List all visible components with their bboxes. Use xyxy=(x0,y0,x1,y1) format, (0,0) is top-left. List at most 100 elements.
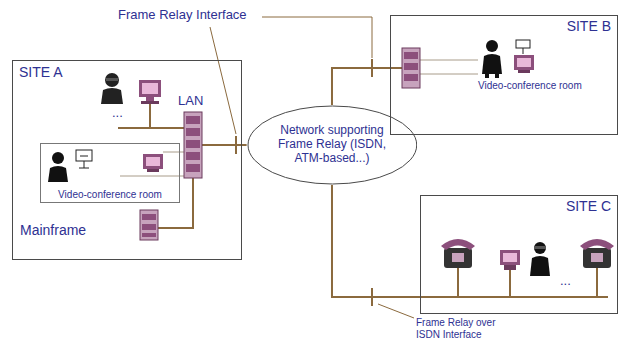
mainframe-label: Mainframe xyxy=(20,222,86,238)
connector xyxy=(332,185,420,297)
computer-icon xyxy=(500,250,520,265)
computer-icon xyxy=(518,70,530,73)
router-rack xyxy=(404,63,418,70)
person-figure xyxy=(530,242,550,276)
computer-icon xyxy=(142,83,158,94)
telephone-icon xyxy=(452,253,464,262)
person-figure xyxy=(530,256,550,276)
site-heading: SITE A xyxy=(19,64,63,80)
mainframe-rack xyxy=(142,224,156,230)
room-wire xyxy=(420,60,478,61)
computer-icon xyxy=(139,80,161,97)
telephone-icon xyxy=(583,248,611,268)
router-rack xyxy=(404,52,418,59)
ellipsis: ... xyxy=(560,274,571,289)
computer-icon xyxy=(143,154,163,169)
computer-icon xyxy=(141,101,159,104)
computer-icon xyxy=(147,169,159,172)
telephone-icon xyxy=(580,239,614,268)
projection-screen xyxy=(76,150,92,161)
telephone-icon xyxy=(441,239,475,268)
router-rack xyxy=(186,164,200,172)
room-wire xyxy=(120,176,186,177)
mainframe-rack xyxy=(142,214,156,220)
network-label: Network supporting Frame Relay (ISDN, AT… xyxy=(274,124,390,165)
computer-icon xyxy=(504,265,516,270)
site-heading: SITE C xyxy=(566,198,611,214)
interface-label: Frame Relay over ISDN Interface xyxy=(416,317,520,340)
computer-icon xyxy=(516,40,530,48)
ellipse-outline xyxy=(248,106,417,184)
projection-screen xyxy=(79,168,89,169)
computer-icon xyxy=(517,58,531,67)
person-figure xyxy=(486,40,498,52)
site-wire xyxy=(390,67,402,69)
ellipsis: ... xyxy=(112,106,123,121)
computer-icon xyxy=(143,154,163,172)
mainframe-rack xyxy=(140,210,158,240)
person-figure xyxy=(482,40,502,78)
computer-icon xyxy=(503,253,517,262)
isdn-bus xyxy=(596,268,598,297)
leader-line xyxy=(210,27,236,134)
telephone-icon xyxy=(444,248,472,268)
site-box: SITE B xyxy=(390,15,618,135)
isdn-bus xyxy=(420,268,608,297)
lan-wire xyxy=(158,178,193,228)
room-box: Video-conference room xyxy=(40,143,180,203)
isdn-bus xyxy=(509,270,511,297)
site-box: SITE C xyxy=(420,195,618,314)
room-label: Video-conference room xyxy=(58,189,162,201)
site-wire xyxy=(390,67,402,69)
presenter-figure xyxy=(48,166,68,182)
leader-line xyxy=(378,304,414,318)
lan-label: LAN xyxy=(178,94,203,109)
router-rack xyxy=(184,112,202,178)
computer-icon xyxy=(146,157,160,166)
room-label: Video-conference room xyxy=(478,80,582,92)
person-figure xyxy=(534,242,546,254)
isdn-bus xyxy=(457,268,459,297)
presenter-figure xyxy=(48,152,68,182)
computer-icon xyxy=(146,97,154,101)
person-figure xyxy=(495,74,499,78)
computer-icon xyxy=(523,48,524,54)
mainframe-rack xyxy=(140,210,158,240)
room-wire xyxy=(120,152,186,176)
router-rack xyxy=(404,74,418,81)
lan-wire xyxy=(118,127,150,129)
connector xyxy=(242,144,247,146)
computer-icon xyxy=(514,55,534,70)
router-rack xyxy=(186,116,200,124)
room-wire xyxy=(420,60,478,74)
network-ellipse: Network supporting Frame Relay (ISDN, AT… xyxy=(247,105,418,185)
router-rack xyxy=(184,112,202,178)
projection-screen xyxy=(76,150,92,168)
telephone-icon xyxy=(591,253,603,262)
isdn-bus xyxy=(420,296,608,298)
person-figure xyxy=(101,88,123,104)
router-rack xyxy=(402,48,420,88)
room-wire xyxy=(163,152,186,153)
interface-label: Frame Relay Interface xyxy=(118,8,247,23)
connector xyxy=(332,68,390,105)
telephone-icon xyxy=(441,239,475,250)
lan-wire xyxy=(202,144,242,146)
site-heading: SITE B xyxy=(567,18,611,34)
presenter-figure xyxy=(52,152,64,164)
mainframe-rack xyxy=(142,233,156,237)
computer-icon xyxy=(500,250,520,270)
person-figure xyxy=(482,54,502,74)
computer-icon xyxy=(139,80,161,104)
leader-line xyxy=(262,17,372,58)
person-figure xyxy=(101,73,123,104)
router-rack xyxy=(186,152,200,160)
telephone-icon xyxy=(580,239,614,250)
projection-screen xyxy=(80,156,88,157)
lan-wire xyxy=(118,104,242,228)
room-wire xyxy=(420,74,478,75)
person-figure xyxy=(105,73,119,87)
person-figure xyxy=(106,78,118,81)
person-figure xyxy=(485,74,489,78)
router-rack xyxy=(186,128,200,136)
